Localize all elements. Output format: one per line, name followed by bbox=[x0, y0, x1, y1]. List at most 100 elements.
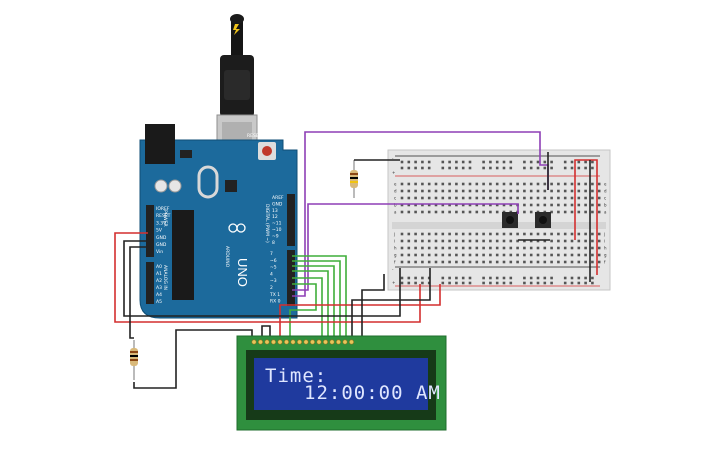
breadboard-hole[interactable] bbox=[427, 196, 431, 200]
breadboard-hole[interactable] bbox=[441, 210, 445, 214]
rail-hole[interactable] bbox=[509, 276, 513, 280]
breadboard-hole[interactable] bbox=[407, 253, 411, 257]
rail-hole[interactable] bbox=[407, 166, 411, 170]
breadboard-hole[interactable] bbox=[502, 253, 506, 257]
rail-hole[interactable] bbox=[550, 160, 553, 164]
lcd-pin[interactable] bbox=[329, 339, 335, 345]
breadboard-hole[interactable] bbox=[448, 253, 451, 257]
breadboard-hole[interactable] bbox=[455, 246, 458, 250]
rail-hole[interactable] bbox=[563, 160, 567, 164]
rail-hole[interactable] bbox=[461, 160, 465, 164]
breadboard-hole[interactable] bbox=[414, 182, 417, 186]
breadboard-hole[interactable] bbox=[482, 203, 485, 207]
breadboard-hole[interactable] bbox=[461, 182, 465, 186]
breadboard-hole[interactable] bbox=[400, 210, 404, 214]
breadboard-hole[interactable] bbox=[441, 232, 445, 236]
rail-hole[interactable] bbox=[489, 281, 492, 285]
breadboard-hole[interactable] bbox=[414, 239, 417, 243]
wire-green-1[interactable] bbox=[292, 255, 347, 336]
breadboard-hole[interactable] bbox=[427, 239, 431, 243]
breadboard-hole[interactable] bbox=[509, 232, 513, 236]
lcd-pin[interactable] bbox=[316, 339, 322, 345]
breadboard-hole[interactable] bbox=[570, 239, 574, 243]
breadboard-hole[interactable] bbox=[421, 182, 424, 186]
pushbutton-1[interactable] bbox=[502, 212, 518, 228]
rail-hole[interactable] bbox=[441, 166, 445, 170]
breadboard-hole[interactable] bbox=[441, 189, 445, 193]
breadboard-hole[interactable] bbox=[536, 203, 540, 207]
breadboard-hole[interactable] bbox=[475, 189, 479, 193]
breadboard-hole[interactable] bbox=[577, 203, 581, 207]
breadboard-hole[interactable] bbox=[489, 182, 492, 186]
breadboard-hole[interactable] bbox=[421, 210, 424, 214]
rail-hole[interactable] bbox=[543, 166, 547, 170]
rail-hole[interactable] bbox=[407, 281, 411, 285]
lcd-pin[interactable] bbox=[335, 339, 341, 345]
breadboard-hole[interactable] bbox=[400, 196, 404, 200]
rail-hole[interactable] bbox=[529, 166, 533, 170]
rail-hole[interactable] bbox=[570, 276, 574, 280]
breadboard-hole[interactable] bbox=[475, 182, 479, 186]
rail-hole[interactable] bbox=[448, 160, 451, 164]
rail-hole[interactable] bbox=[421, 281, 424, 285]
breadboard-hole[interactable] bbox=[509, 239, 513, 243]
wire-black-2[interactable] bbox=[129, 246, 148, 339]
breadboard-hole[interactable] bbox=[482, 232, 485, 236]
rail-hole[interactable] bbox=[543, 276, 547, 280]
breadboard-hole[interactable] bbox=[407, 203, 411, 207]
rail-hole[interactable] bbox=[536, 160, 540, 164]
breadboard-hole[interactable] bbox=[550, 232, 553, 236]
breadboard-hole[interactable] bbox=[509, 182, 513, 186]
breadboard-hole[interactable] bbox=[427, 189, 431, 193]
breadboard-hole[interactable] bbox=[563, 189, 567, 193]
breadboard-hole[interactable] bbox=[434, 239, 438, 243]
rail-hole[interactable] bbox=[495, 276, 499, 280]
breadboard-hole[interactable] bbox=[597, 182, 601, 186]
rail-hole[interactable] bbox=[421, 276, 424, 280]
breadboard-hole[interactable] bbox=[591, 260, 594, 264]
breadboard-hole[interactable] bbox=[475, 210, 479, 214]
rail-hole[interactable] bbox=[570, 160, 574, 164]
breadboard-hole[interactable] bbox=[455, 210, 458, 214]
breadboard-hole[interactable] bbox=[557, 196, 560, 200]
breadboard-hole[interactable] bbox=[516, 196, 519, 200]
wire-red-1[interactable] bbox=[114, 232, 421, 323]
rail-hole[interactable] bbox=[543, 160, 547, 164]
breadboard-hole[interactable] bbox=[482, 253, 485, 257]
lcd-pin[interactable] bbox=[296, 339, 302, 345]
breadboard-hole[interactable] bbox=[523, 203, 526, 207]
breadboard-hole[interactable] bbox=[536, 246, 540, 250]
rail-hole[interactable] bbox=[502, 276, 506, 280]
breadboard-hole[interactable] bbox=[502, 246, 506, 250]
breadboard-hole[interactable] bbox=[441, 203, 445, 207]
rail-hole[interactable] bbox=[495, 160, 499, 164]
rail-hole[interactable] bbox=[523, 166, 526, 170]
breadboard-hole[interactable] bbox=[421, 260, 424, 264]
breadboard-hole[interactable] bbox=[529, 182, 533, 186]
breadboard-hole[interactable] bbox=[455, 203, 458, 207]
rail-hole[interactable] bbox=[577, 281, 581, 285]
lcd-pin[interactable] bbox=[270, 339, 276, 345]
breadboard-hole[interactable] bbox=[434, 196, 438, 200]
breadboard-hole[interactable] bbox=[448, 196, 451, 200]
breadboard-hole[interactable] bbox=[448, 182, 451, 186]
wire-black-4[interactable] bbox=[351, 268, 431, 336]
breadboard-hole[interactable] bbox=[597, 246, 601, 250]
wire-red-3[interactable] bbox=[574, 159, 598, 275]
breadboard-hole[interactable] bbox=[577, 232, 581, 236]
rail-hole[interactable] bbox=[502, 160, 506, 164]
breadboard-hole[interactable] bbox=[570, 196, 574, 200]
wire-purple-2[interactable] bbox=[292, 203, 519, 291]
rail-hole[interactable] bbox=[509, 166, 513, 170]
breadboard-hole[interactable] bbox=[482, 260, 485, 264]
breadboard-hole[interactable] bbox=[407, 239, 411, 243]
breadboard-hole[interactable] bbox=[543, 239, 547, 243]
breadboard-hole[interactable] bbox=[557, 203, 560, 207]
breadboard-hole[interactable] bbox=[414, 232, 417, 236]
breadboard-hole[interactable] bbox=[455, 239, 458, 243]
lcd-pin[interactable] bbox=[251, 339, 257, 345]
breadboard-hole[interactable] bbox=[597, 210, 601, 214]
lcd-pin[interactable] bbox=[277, 339, 283, 345]
breadboard-hole[interactable] bbox=[495, 182, 499, 186]
breadboard-hole[interactable] bbox=[468, 246, 472, 250]
